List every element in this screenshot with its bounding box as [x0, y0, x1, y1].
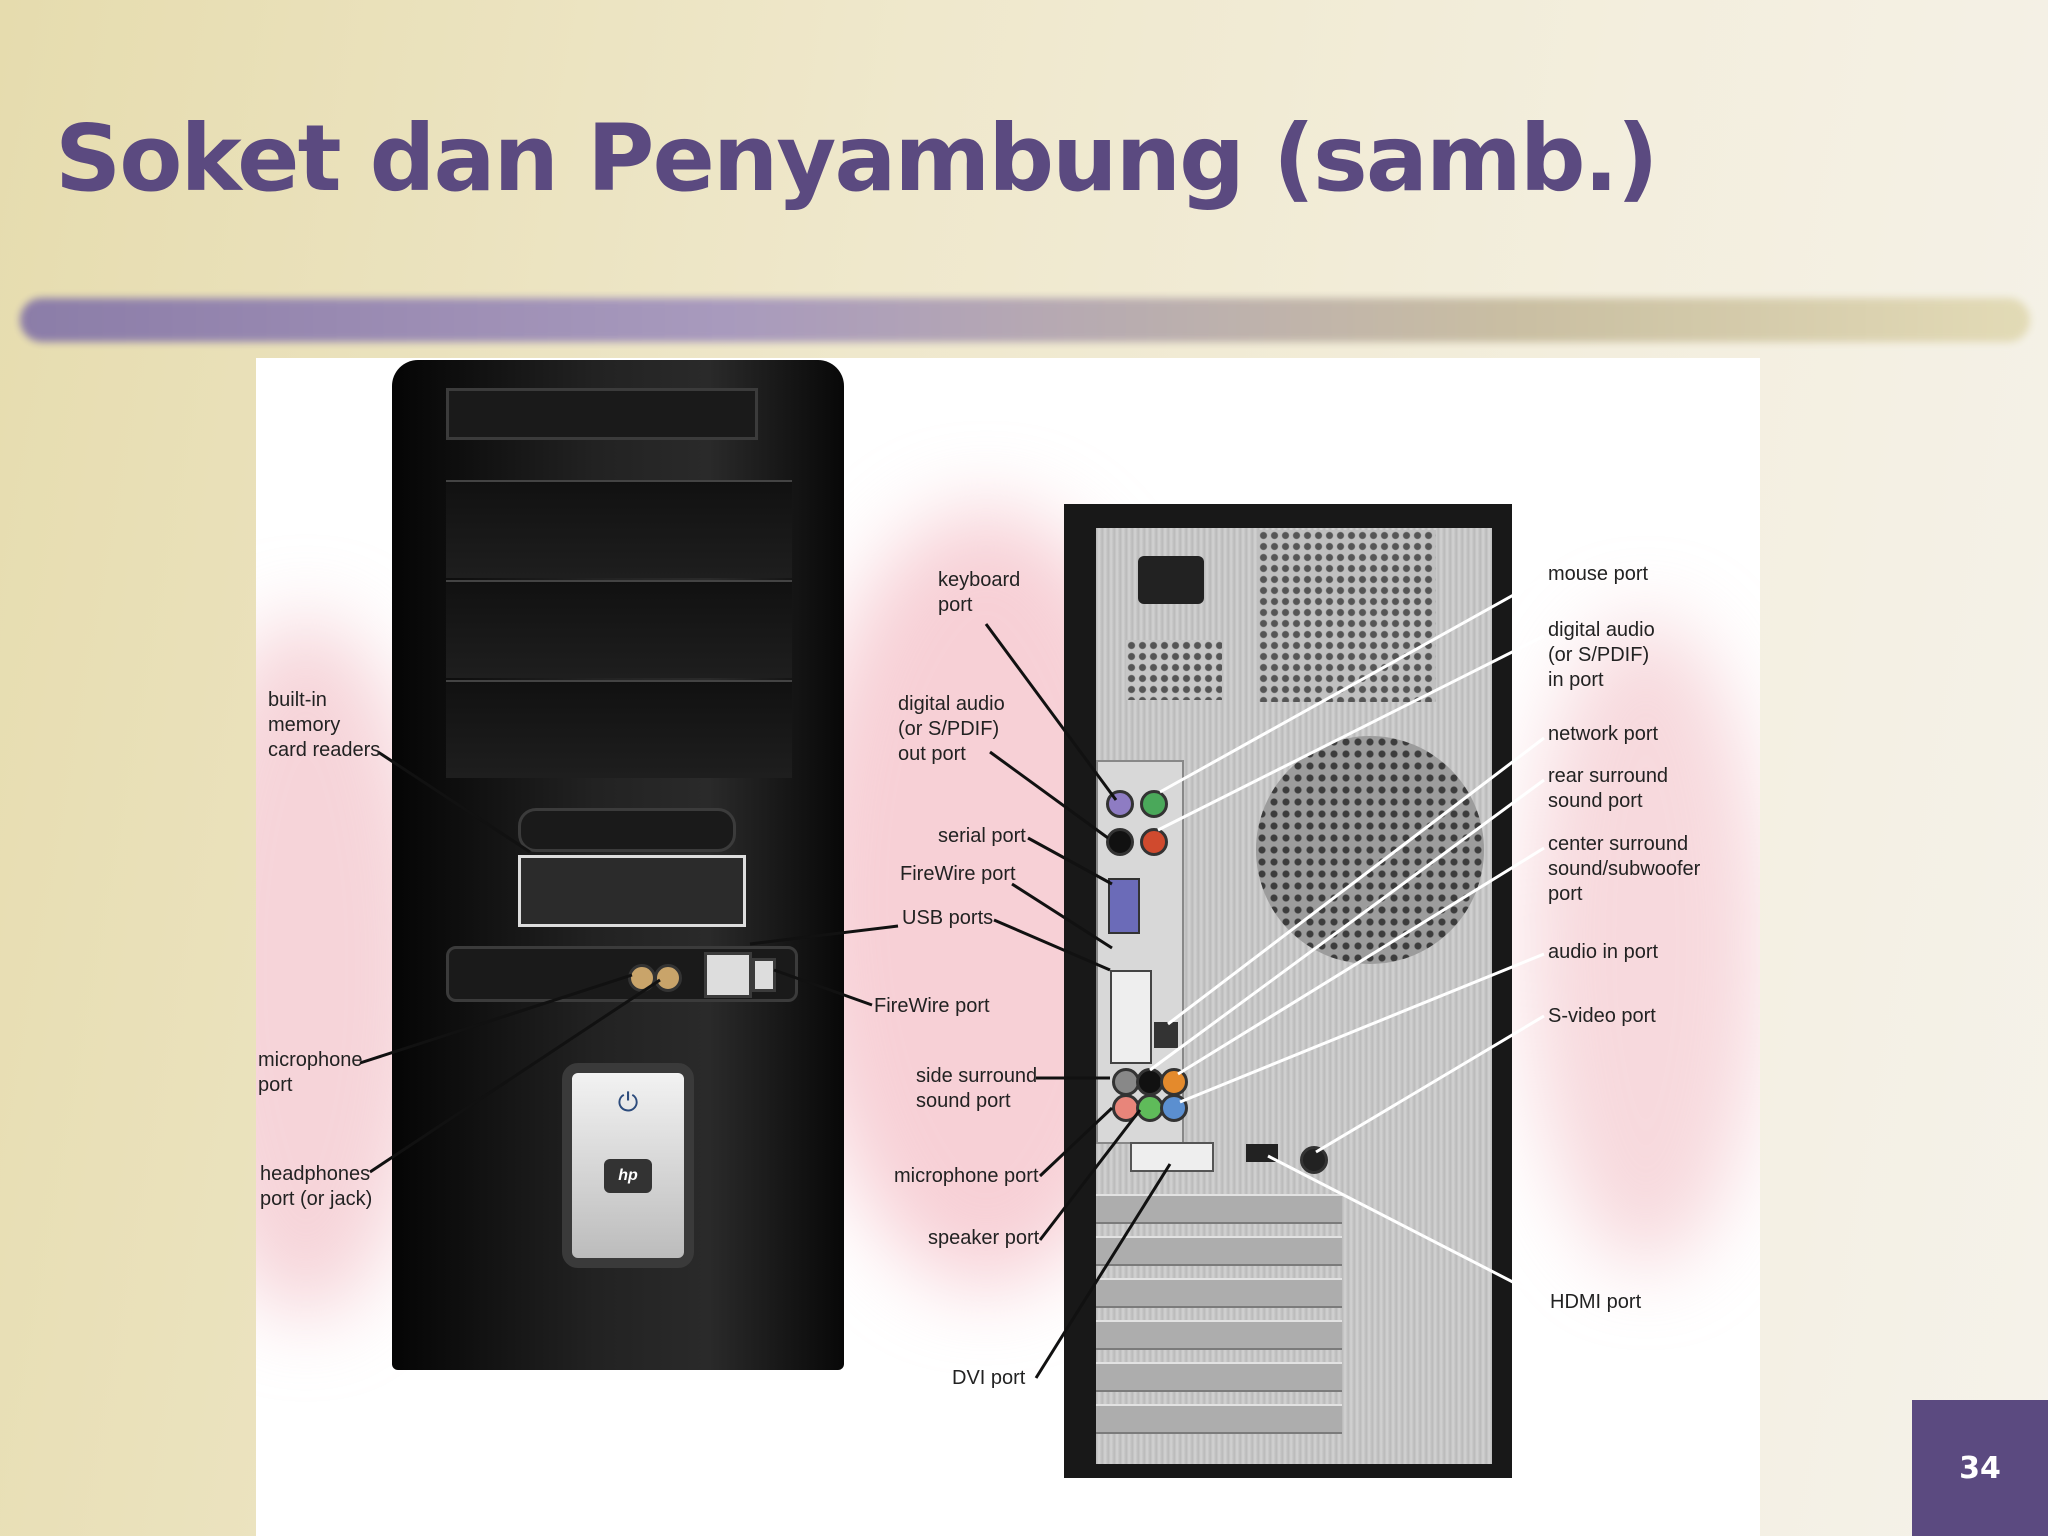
label-keyboard-port: keyboard port — [938, 569, 1021, 616]
title-underline-bar — [20, 298, 2030, 342]
psu-vent-grill — [1258, 530, 1436, 702]
front-headphone-jack — [654, 964, 682, 992]
optical-drive-tray — [446, 388, 758, 440]
ps2-keyboard-port — [1106, 790, 1134, 818]
page-number: 34 — [1959, 1450, 2001, 1486]
page-number-badge: 34 — [1912, 1400, 2048, 1536]
expansion-slot-6 — [1096, 1404, 1342, 1434]
label-firewire-port-front: FireWire port — [874, 995, 990, 1017]
label-speaker-port: speaker port — [928, 1227, 1040, 1249]
front-usb-ports — [704, 952, 752, 998]
expansion-slot-1 — [1096, 1194, 1342, 1224]
label-network-port: network port — [1548, 723, 1659, 745]
drive-bay-3 — [446, 680, 792, 778]
spdif-in-port — [1140, 828, 1168, 856]
expansion-slot-2 — [1096, 1236, 1342, 1266]
label-serial-port: serial port — [938, 825, 1026, 847]
label-mouse-port: mouse port — [1548, 563, 1649, 585]
label-center-surround-port: center surround sound/subwoofer port — [1548, 833, 1701, 905]
label-side-surround-port: side surround sound port — [916, 1065, 1038, 1112]
network-port-connector — [1154, 1022, 1178, 1048]
label-microphone-port-rear: microphone port — [894, 1165, 1039, 1187]
psu-small-grill — [1126, 640, 1222, 700]
audio-in-jack — [1160, 1094, 1188, 1122]
label-firewire-port-rear: FireWire port — [900, 863, 1016, 885]
hp-logo-icon: hp — [604, 1159, 652, 1193]
center-surround-jack — [1160, 1068, 1188, 1096]
label-hdmi-port: HDMI port — [1550, 1291, 1642, 1313]
power-button-panel: ⏻ hp — [562, 1063, 694, 1268]
label-svideo-port: S-video port — [1548, 1005, 1656, 1027]
usb-port-stack — [1110, 970, 1152, 1064]
label-memory-card-readers: built-in memory card readers — [268, 689, 381, 761]
front-microphone-jack — [628, 964, 656, 992]
label-front-headphones-port: headphones port (or jack) — [260, 1163, 373, 1210]
pocket-media-bay — [518, 808, 736, 852]
label-audio-in-port: audio in port — [1548, 941, 1659, 963]
expansion-slot-5 — [1096, 1362, 1342, 1392]
drive-bay-2 — [446, 580, 792, 678]
expansion-slot-4 — [1096, 1320, 1342, 1350]
drive-bay-1 — [446, 480, 792, 578]
label-rear-surround-port: rear surround sound port — [1548, 765, 1669, 812]
hdmi-connector — [1246, 1144, 1278, 1162]
power-socket — [1138, 556, 1204, 604]
memory-card-reader-panel — [518, 855, 746, 927]
dvi-connector — [1130, 1142, 1214, 1172]
serial-port-connector — [1108, 878, 1140, 934]
label-digital-audio-out: digital audio (or S/PDIF) out port — [898, 693, 1005, 765]
slide-title: Soket dan Penyambung (samb.) — [55, 105, 1659, 212]
expansion-slot-3 — [1096, 1278, 1342, 1308]
label-dvi-port: DVI port — [952, 1367, 1026, 1389]
rear-fan-grill — [1256, 736, 1484, 964]
label-usb-ports: USB ports — [902, 907, 994, 929]
spdif-out-port — [1106, 828, 1134, 856]
label-front-microphone-port: microphone port — [258, 1049, 363, 1096]
label-digital-audio-in: digital audio (or S/PDIF) in port — [1548, 619, 1655, 691]
front-firewire-port — [752, 958, 776, 992]
ps2-mouse-port — [1140, 790, 1168, 818]
speaker-jack — [1136, 1094, 1164, 1122]
power-icon: ⏻ — [617, 1087, 639, 1117]
svideo-connector — [1300, 1146, 1328, 1174]
pink-glow-right — [1526, 618, 1760, 1268]
